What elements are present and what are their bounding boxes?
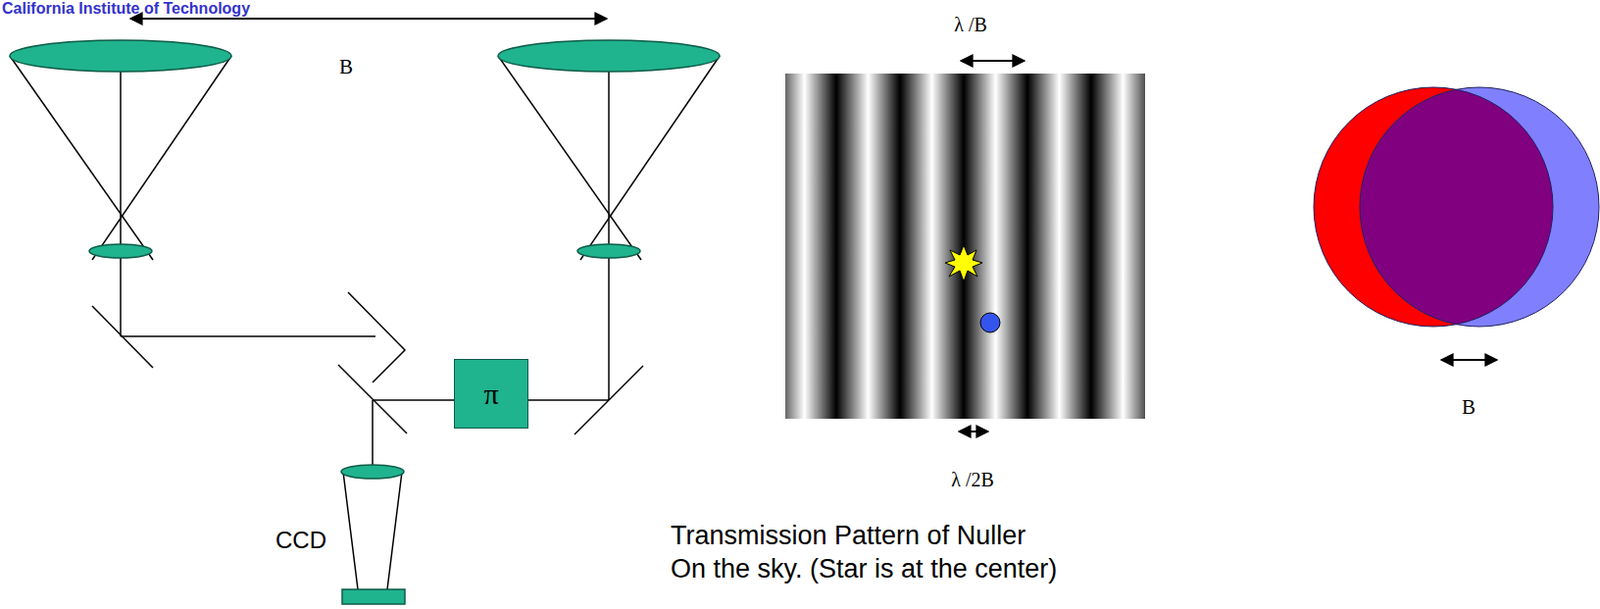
left-telescope bbox=[9, 40, 376, 368]
period-label: λ /B bbox=[953, 13, 988, 37]
period-arrow bbox=[960, 59, 1025, 62]
fringe-pattern bbox=[785, 73, 1146, 419]
baseline-arrow bbox=[130, 17, 607, 20]
pattern-caption: Transmission Pattern of Nuller On the sk… bbox=[670, 519, 1057, 587]
shift-label: B bbox=[1461, 395, 1476, 420]
baseline-label: B bbox=[339, 54, 353, 80]
half-period-arrow bbox=[958, 430, 989, 433]
pupil-overlap bbox=[1313, 87, 1600, 327]
node-text: π bbox=[483, 377, 499, 411]
phase-shifter-box: π bbox=[453, 358, 529, 429]
beam-combiner bbox=[338, 292, 407, 472]
ccd-label: CCD bbox=[275, 526, 327, 554]
institution-header: California Institute of Technology bbox=[1, 0, 250, 18]
star-symbol bbox=[945, 245, 983, 282]
right-telescope bbox=[372, 40, 720, 435]
half-period-label: λ /2B bbox=[950, 468, 995, 492]
planet-dot bbox=[980, 312, 1000, 333]
shift-arrow bbox=[1441, 358, 1498, 361]
ccd-camera bbox=[341, 464, 405, 604]
